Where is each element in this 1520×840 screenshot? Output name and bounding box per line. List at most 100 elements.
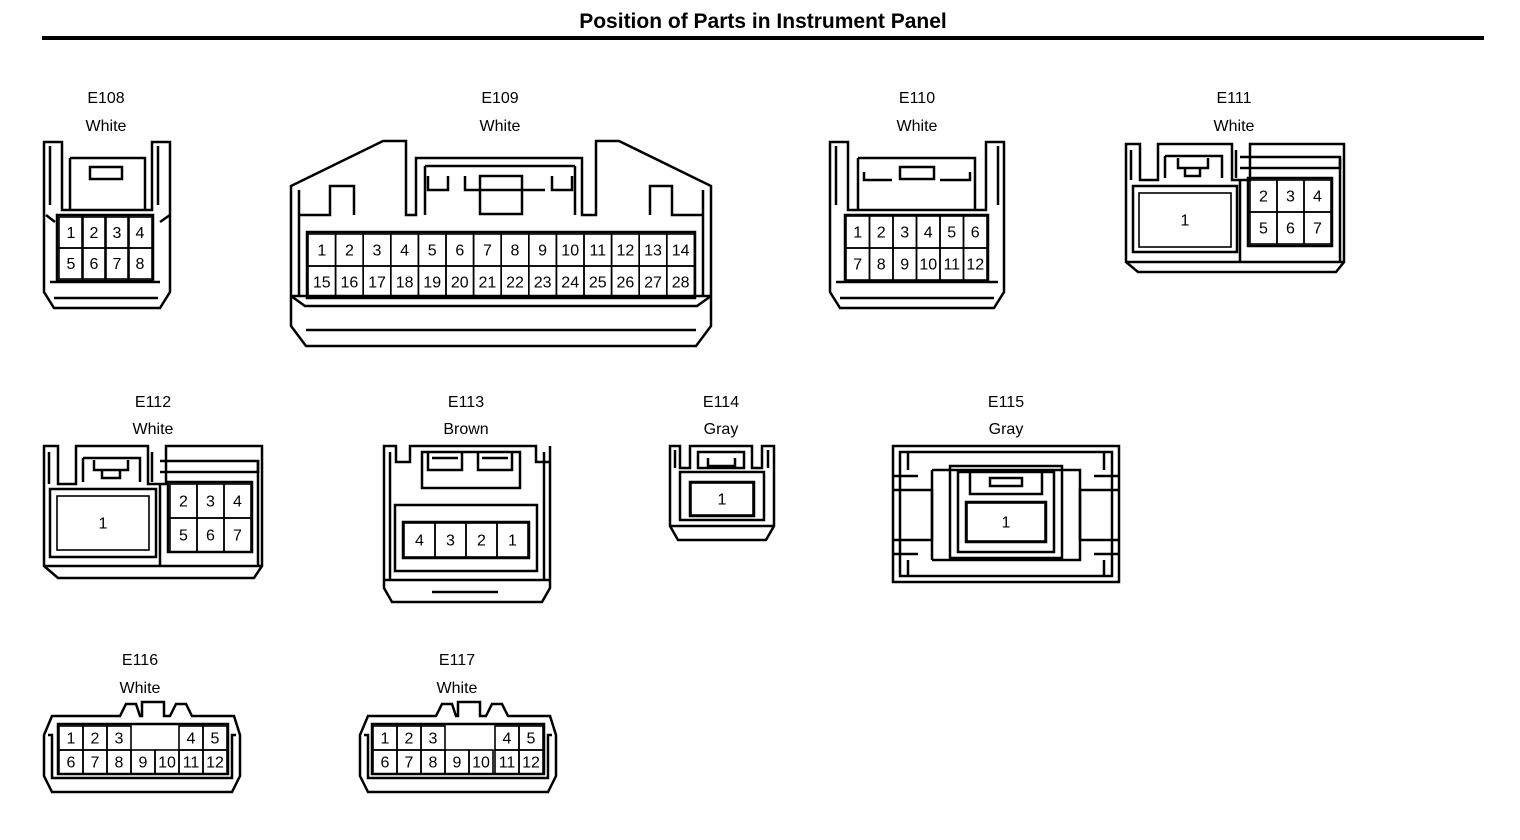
connector-id-e114: E114 bbox=[702, 394, 740, 411]
pin-number: 1 bbox=[381, 731, 390, 748]
pin-number: 15 bbox=[313, 275, 331, 292]
pin-number: 6 bbox=[67, 755, 76, 772]
pin-number: 6 bbox=[206, 528, 215, 545]
pin-number: 17 bbox=[368, 275, 386, 292]
pin-number: 5 bbox=[428, 243, 437, 260]
pin-number: 5 bbox=[527, 731, 536, 748]
pin-number: 8 bbox=[429, 755, 438, 772]
pin-number: 4 bbox=[1313, 189, 1322, 206]
pin-cavity bbox=[104, 247, 130, 280]
connector-color-e108: White bbox=[85, 118, 127, 135]
pin-number: 5 bbox=[211, 731, 220, 748]
pin-number: 10 bbox=[472, 755, 490, 772]
pin-number: 2 bbox=[477, 533, 486, 550]
pin-number: 10 bbox=[919, 257, 937, 274]
connector-color-e111: White bbox=[1213, 118, 1255, 135]
pin-number: 19 bbox=[423, 275, 441, 292]
pin-number: 8 bbox=[511, 243, 520, 260]
pin-number: 23 bbox=[534, 275, 552, 292]
connector-id-e108: E108 bbox=[87, 90, 125, 107]
pin-number: 12 bbox=[522, 755, 540, 772]
pin-number: 9 bbox=[900, 257, 909, 274]
connector-id-e111: E111 bbox=[1216, 90, 1252, 107]
pin-cavity bbox=[58, 247, 84, 280]
connector-color-e116: White bbox=[119, 680, 161, 697]
connector-id-e113: E113 bbox=[447, 394, 485, 411]
pin-number: 8 bbox=[877, 257, 886, 274]
pin-number: 3 bbox=[206, 494, 215, 511]
pin-number: 1 bbox=[718, 492, 727, 509]
pin-number: 26 bbox=[617, 275, 635, 292]
pin-number: 1 bbox=[508, 533, 517, 550]
pin-cavity bbox=[690, 482, 754, 516]
pin-number: 12 bbox=[966, 257, 984, 274]
pin-cavity bbox=[496, 522, 529, 558]
pin-number: 3 bbox=[113, 225, 122, 242]
pin-number: 9 bbox=[538, 243, 547, 260]
pin-number: 1 bbox=[1002, 515, 1011, 532]
pin-number: 9 bbox=[453, 755, 462, 772]
pin-number: 7 bbox=[853, 257, 862, 274]
pin-number: 4 bbox=[233, 494, 242, 511]
pin-number: 3 bbox=[373, 243, 382, 260]
pin-number: 4 bbox=[136, 225, 145, 242]
pin-number: 14 bbox=[672, 243, 690, 260]
pin-number: 7 bbox=[483, 243, 492, 260]
pin-number: 2 bbox=[405, 731, 414, 748]
connector-color-e114: Gray bbox=[703, 421, 739, 438]
pin-number: 4 bbox=[503, 731, 512, 748]
pin-cavity bbox=[56, 495, 150, 551]
pin-cavity bbox=[1138, 192, 1232, 248]
connector-color-e109: White bbox=[479, 118, 521, 135]
pin-cavity bbox=[127, 247, 153, 280]
pin-cavity bbox=[1303, 211, 1332, 245]
connector-color-e115: Gray bbox=[988, 421, 1024, 438]
page-title: Position of Parts in Instrument Panel bbox=[579, 10, 947, 33]
pin-number: 1 bbox=[67, 225, 76, 242]
pin-number: 5 bbox=[179, 528, 188, 545]
pin-number: 18 bbox=[396, 275, 414, 292]
pin-number: 1 bbox=[317, 243, 326, 260]
pin-number: 7 bbox=[233, 528, 242, 545]
pin-number: 3 bbox=[446, 533, 455, 550]
pin-number: 7 bbox=[91, 755, 100, 772]
pin-number: 1 bbox=[853, 225, 862, 242]
pin-number: 10 bbox=[561, 243, 579, 260]
connector-id-e109: E109 bbox=[481, 90, 519, 107]
pin-number: 6 bbox=[90, 256, 99, 273]
connector-id-e115: E115 bbox=[987, 394, 1025, 411]
pin-number: 28 bbox=[672, 275, 690, 292]
pin-number: 3 bbox=[900, 225, 909, 242]
pin-number: 2 bbox=[179, 494, 188, 511]
pin-number: 6 bbox=[1286, 221, 1295, 238]
pin-number: 20 bbox=[451, 275, 469, 292]
pin-number: 11 bbox=[499, 755, 516, 772]
pin-number: 1 bbox=[67, 731, 76, 748]
pin-number: 11 bbox=[589, 243, 606, 260]
pin-number: 3 bbox=[115, 731, 124, 748]
pin-number: 3 bbox=[429, 731, 438, 748]
pin-number: 6 bbox=[971, 225, 980, 242]
pin-number: 6 bbox=[381, 755, 390, 772]
pin-cavity bbox=[966, 502, 1046, 542]
pin-number: 7 bbox=[405, 755, 414, 772]
pin-number: 11 bbox=[183, 755, 200, 772]
pin-number: 2 bbox=[90, 225, 99, 242]
pin-number: 13 bbox=[644, 243, 662, 260]
connector-color-e117: White bbox=[436, 680, 478, 697]
pin-grid-e114: 1 bbox=[690, 482, 754, 516]
connector-color-e112: White bbox=[132, 421, 174, 438]
